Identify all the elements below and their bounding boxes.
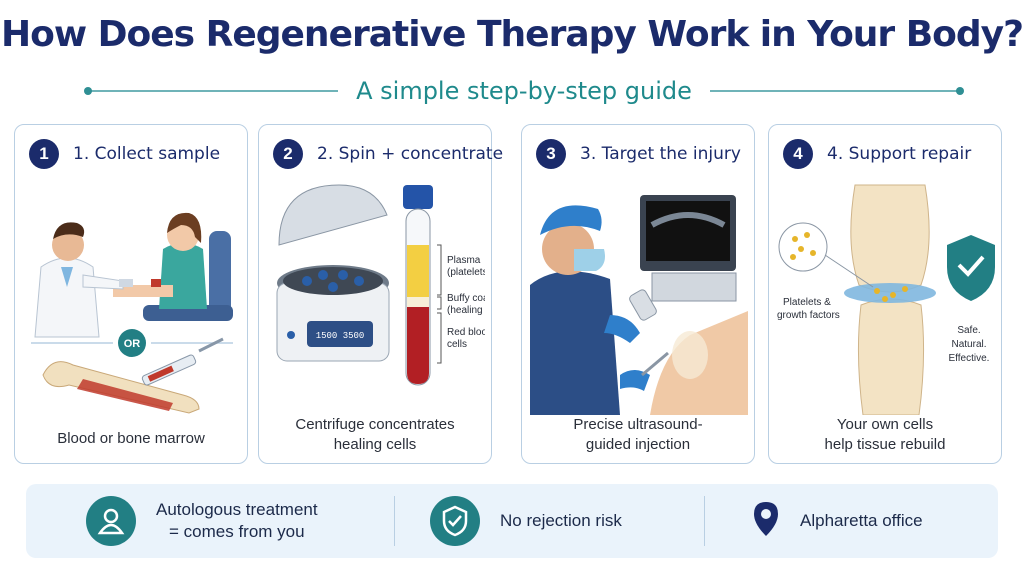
caption-line: guided injection: [585, 436, 691, 453]
feature-bar: Autologous treatment = comes from you No…: [26, 484, 998, 558]
step-number-badge: 2: [273, 139, 303, 169]
step-header: 3 3. Target the injury: [536, 139, 741, 169]
tube-label-cells: cells: [447, 339, 467, 350]
callout-line: Platelets &: [783, 297, 831, 308]
feature-line: Autologous treatment: [156, 500, 318, 519]
step-caption: Precise ultrasound- guided injection: [522, 415, 754, 455]
step-number-badge: 1: [29, 139, 59, 169]
caption-line: help tissue rebuild: [824, 436, 946, 453]
tube-label-platelets: (platelets): [447, 267, 485, 278]
step-caption: Centrifuge concentrates healing cells: [259, 415, 491, 455]
page-subtitle: A simple step-by-step guide: [356, 77, 692, 105]
step-header: 2 2. Spin + concentrate: [273, 139, 503, 169]
subtitle-divider-left: [83, 87, 339, 95]
caption-line: Precise ultrasound-: [573, 416, 703, 433]
or-label: OR: [124, 338, 141, 350]
feature-autologous: Autologous treatment = comes from you: [86, 484, 318, 558]
badge-text: Safe.: [957, 325, 980, 336]
tube-label-plasma: Plasma: [447, 255, 481, 266]
tube-label-buffy: Buffy coat: [447, 293, 485, 304]
step-title: 3. Target the injury: [580, 144, 741, 164]
centrifuge-illustration: 1500 3500 Plasma (platelets) Buffy coat …: [276, 184, 485, 386]
ultrasound-injection-illustration: [530, 195, 748, 415]
step-title: 2. Spin + concentrate: [317, 144, 504, 164]
step-card-repair: 4 4. Support repair Platelets & growth f…: [768, 124, 1002, 464]
badge-text: Effective.: [949, 353, 990, 364]
step-caption: Blood or bone marrow: [57, 430, 205, 447]
step-number-badge: 4: [783, 139, 813, 169]
feature-text: Autologous treatment = comes from you: [156, 499, 318, 543]
subtitle-divider-right: [709, 87, 965, 95]
feature-line: Alpharetta office: [800, 511, 923, 530]
step-card-spin: 2 2. Spin + concentrate 1500 3500 Plasma…: [258, 124, 503, 464]
feature-location: Alpharetta office: [752, 484, 923, 558]
feature-divider: [704, 496, 705, 546]
callout-line: growth factors: [777, 310, 840, 321]
knee-repair-illustration: Platelets & growth factors Safe. Natural…: [777, 184, 995, 415]
shield-check-icon: [430, 496, 480, 546]
person-icon: [86, 496, 136, 546]
tube-label-healing: (healing cells): [447, 305, 485, 316]
feature-divider: [394, 496, 395, 546]
step-card-collect: 1 1. Collect sample OR Blood or bone mar…: [14, 124, 248, 464]
step-number-badge: 3: [536, 139, 566, 169]
step-title: 1. Collect sample: [73, 144, 221, 164]
caption-line: healing cells: [333, 436, 417, 453]
page-title: How Does Regenerative Therapy Work in Yo…: [0, 14, 1024, 55]
feature-line: No rejection risk: [500, 511, 622, 530]
feature-no-rejection: No rejection risk: [430, 484, 622, 558]
location-pin-icon: [752, 500, 780, 543]
badge-text: Natural.: [951, 339, 986, 350]
tube-label-red: Red blood: [447, 327, 485, 338]
caption-line: Centrifuge concentrates: [295, 416, 455, 433]
blood-draw-illustration: OR: [31, 212, 233, 414]
subtitle-row: A simple step-by-step guide: [83, 76, 965, 106]
feature-line: = comes from you: [169, 522, 305, 541]
step-title: 4. Support repair: [827, 144, 972, 164]
caption-line: Your own cells: [836, 416, 934, 433]
step-header: 1 1. Collect sample: [29, 139, 220, 169]
step-header: 4 4. Support repair: [783, 139, 971, 169]
step-caption: Your own cells help tissue rebuild: [769, 415, 1001, 455]
centrifuge-display: 1500 3500: [316, 331, 365, 341]
step-card-target: 3 3. Target the injury Precise ultrasoun…: [521, 124, 755, 464]
